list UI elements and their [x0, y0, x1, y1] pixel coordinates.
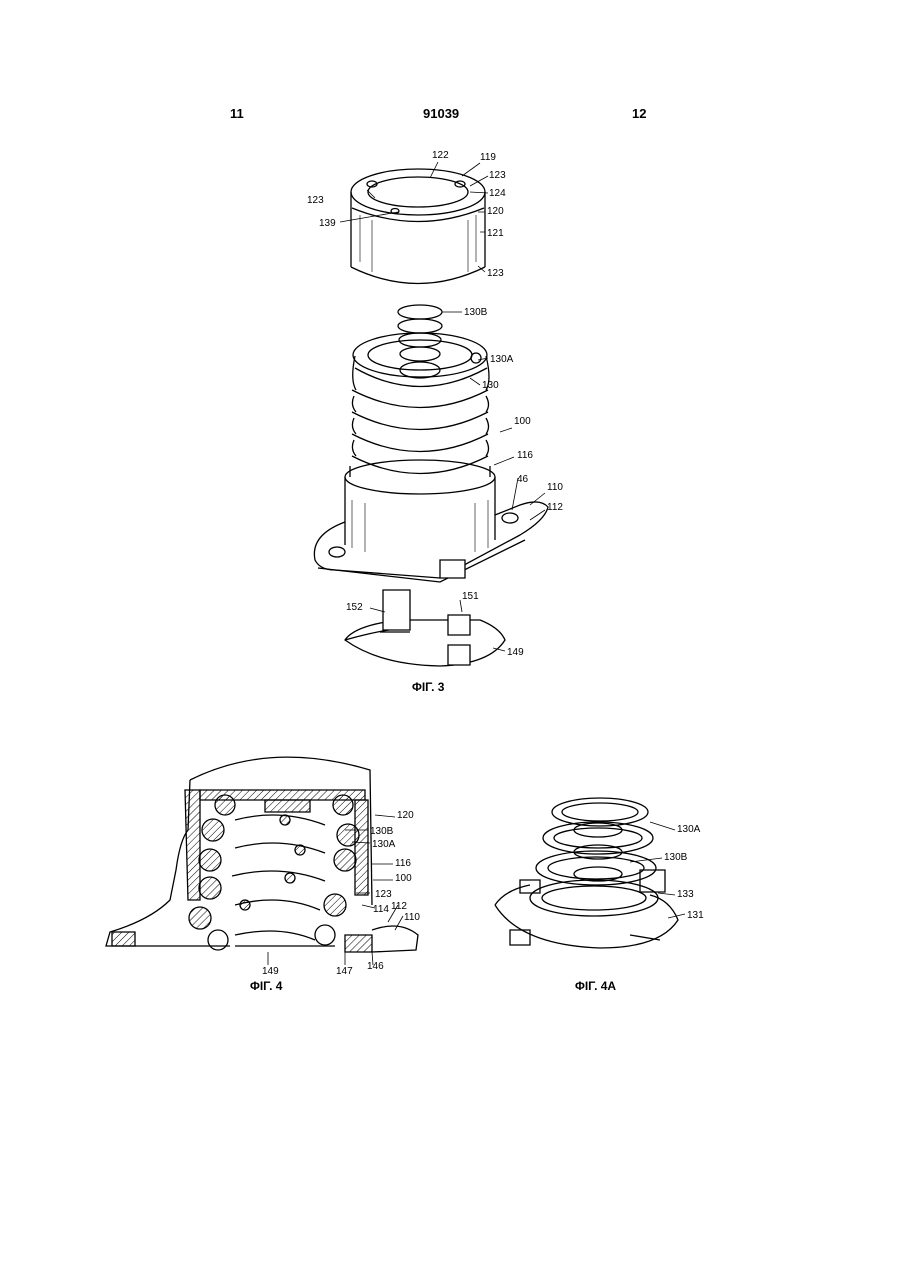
- figure-4A-caption: ΦΙΓ. 4A: [575, 979, 616, 993]
- fig4A-label-131: 131: [687, 910, 704, 921]
- fig4A-label-130A: 130A: [677, 824, 701, 835]
- fig4A-label-133: 133: [677, 889, 694, 900]
- fig4A-label-130B: 130B: [664, 852, 688, 863]
- figure-4A-drawing: 130A 130B 133 131: [0, 0, 901, 1000]
